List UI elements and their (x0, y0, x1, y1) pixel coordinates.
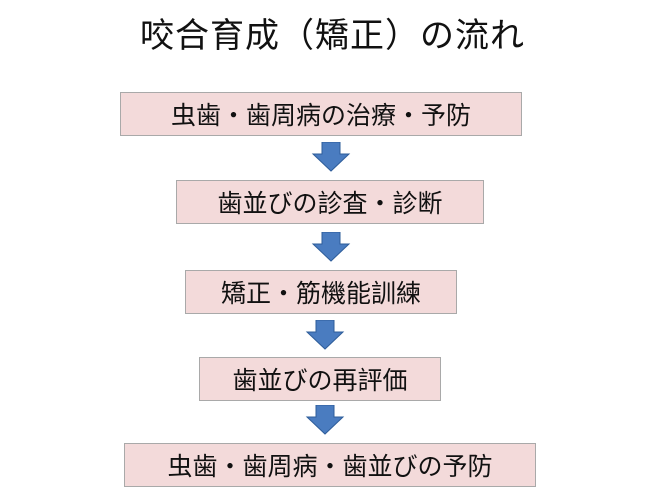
step-4-label: 歯並びの再評価 (232, 366, 408, 395)
down-arrow-icon (305, 320, 345, 350)
down-arrow-icon (311, 142, 351, 172)
step-2-label: 歯並びの診査・診断 (217, 189, 443, 218)
step-5-box: 虫歯・歯周病・歯並びの予防 (124, 443, 536, 487)
page-title: 咬合育成（矯正）の流れ (140, 16, 525, 56)
down-arrow-icon (305, 405, 345, 435)
step-3-box: 矯正・筋機能訓練 (185, 270, 457, 314)
down-arrow-icon (311, 232, 351, 262)
step-1-label: 虫歯・歯周病の治療・予防 (170, 101, 471, 130)
step-4-box: 歯並びの再評価 (199, 357, 441, 401)
step-2-box: 歯並びの診査・診断 (176, 180, 484, 224)
step-5-label: 虫歯・歯周病・歯並びの予防 (167, 452, 493, 481)
step-1-box: 虫歯・歯周病の治療・予防 (120, 92, 522, 136)
step-3-label: 矯正・筋機能訓練 (220, 279, 421, 308)
